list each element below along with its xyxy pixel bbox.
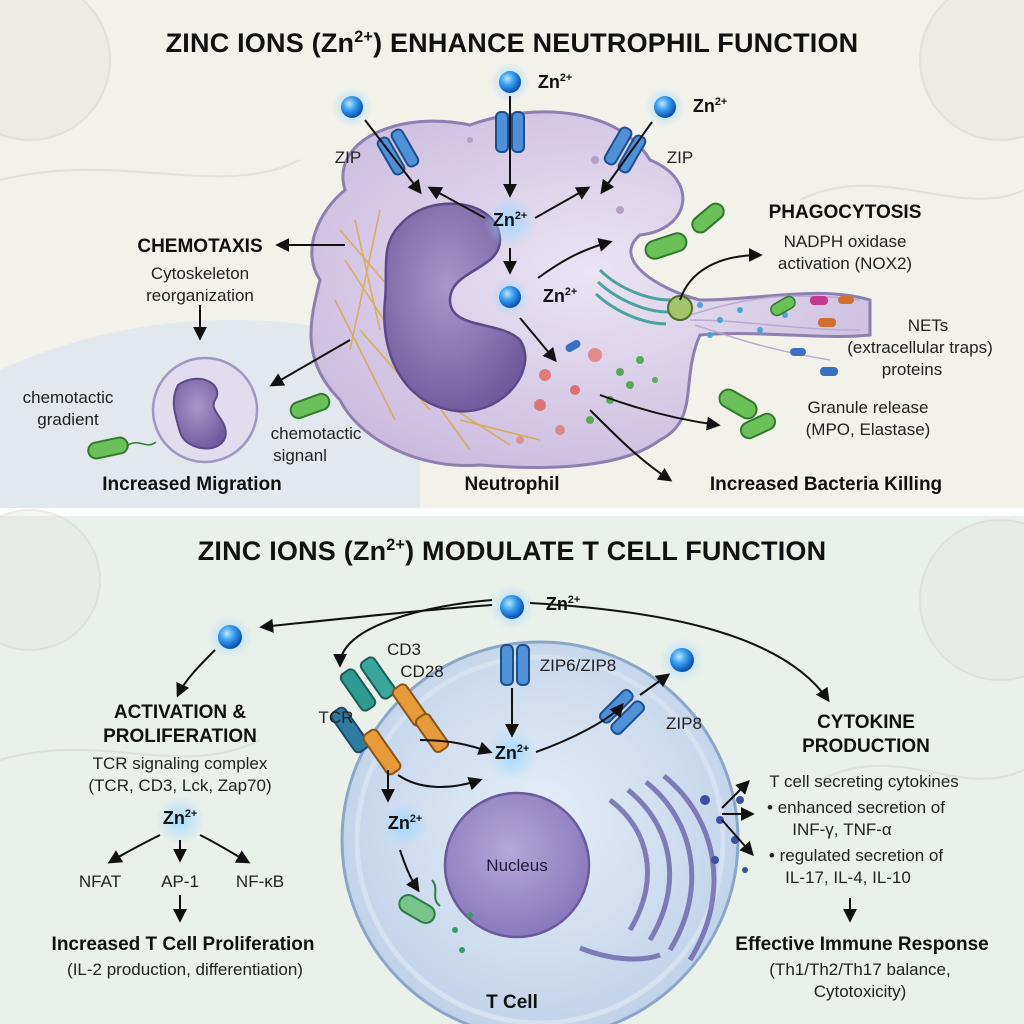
- mitochondrion: [398, 894, 436, 924]
- proliferation-heading: Increased T Cell Proliferation: [51, 934, 315, 955]
- zn-label-bottom-left-cell: Zn2+: [387, 813, 423, 833]
- zip-channel-right: [603, 126, 647, 174]
- activation-line1: TCR signaling complex: [92, 754, 268, 773]
- neutrophil-golgi: [594, 268, 671, 326]
- nets-line2: (extracellular traps): [847, 338, 993, 357]
- response-heading: Effective Immune Response: [735, 934, 989, 955]
- cytokine-line2: • enhanced secretion of: [767, 798, 945, 817]
- increased-migration-label: Increased Migration: [102, 474, 282, 495]
- cytokine-heading2: PRODUCTION: [802, 736, 930, 757]
- zinc-ions-top: [332, 62, 685, 317]
- nets-line1: NETs: [907, 316, 949, 335]
- bottom-arrows: [107, 599, 857, 923]
- zip-label-right: ZIP: [666, 148, 694, 167]
- cytokine-heading1: CYTOKINE: [817, 712, 915, 733]
- zn-label-lower: Zn2+: [542, 286, 578, 306]
- chemotaxis-line1: Cytoskeleton: [150, 264, 250, 283]
- nets-line3: proteins: [881, 360, 943, 379]
- nucleus-label: Nucleus: [486, 856, 548, 875]
- nfat-label: NFAT: [78, 872, 122, 891]
- phagocytosis-line1: NADPH oxidase: [783, 232, 907, 251]
- zn-label-activation: Zn2+: [162, 808, 198, 828]
- cytokine-line4: • regulated secretion of: [768, 846, 944, 865]
- chemotaxis-heading: CHEMOTAXIS: [137, 236, 263, 257]
- mito-strand: [431, 879, 441, 907]
- t-cell-inner-membrane: [354, 654, 726, 1024]
- zip8-label: ZIP8: [666, 714, 702, 733]
- cd3-label: CD3: [386, 640, 422, 659]
- granule-line2: (MPO, Elastase): [805, 420, 931, 439]
- response-line2: Cytotoxicity): [813, 982, 907, 1001]
- tcr-label: TCR: [318, 708, 354, 727]
- response-line1: (Th1/Th2/Th17 balance,: [769, 960, 951, 979]
- bacteria: [87, 202, 854, 460]
- cytokine-line3: INF-γ, TNF-α: [792, 820, 892, 839]
- t-cell-label: T Cell: [486, 992, 538, 1013]
- top-panel-title: ZINC IONS (Zn2+) ENHANCE NEUTROPHIL FUNC…: [165, 28, 859, 58]
- zip6-zip8-channel: [500, 644, 530, 686]
- granule-line1: Granule release: [807, 398, 929, 417]
- migrating-neutrophil-nucleus: [172, 377, 227, 450]
- cytokine-line5: IL-17, IL-4, IL-10: [785, 868, 911, 887]
- chemotaxis-line2: reorganization: [146, 286, 254, 305]
- activation-heading1: ACTIVATION &: [113, 702, 247, 723]
- chemotactic-gradient-line2: gradient: [37, 410, 99, 429]
- neutrophil-label: Neutrophil: [464, 474, 560, 495]
- activation-line2: (TCR, CD3, Lck, Zap70): [88, 776, 272, 795]
- t-cell-vesicles: [452, 795, 748, 953]
- zip6-zip8-label: ZIP6/ZIP8: [539, 656, 617, 675]
- chemotactic-signal-line2: signanl: [273, 446, 327, 465]
- zn-label-bottom-cytoplasm: Zn2+: [494, 743, 530, 763]
- t-cell-nucleus: [443, 791, 591, 939]
- background-cells: [0, 0, 1024, 781]
- zinc-ions-bottom: [156, 585, 704, 847]
- phagocytosis-line2: activation (NOX2): [777, 254, 913, 273]
- net-strands: [689, 295, 861, 361]
- bottom-panel-title: ZINC IONS (Zn2+) MODULATE T CELL FUNCTIO…: [197, 536, 827, 566]
- cytokine-line1: T cell secreting cytokines: [769, 772, 959, 791]
- chemotactic-gradient-line1: chemotactic: [22, 388, 114, 407]
- zn-label-top-center: Zn2+: [537, 72, 573, 92]
- increased-killing-label: Increased Bacteria Killing: [709, 474, 943, 495]
- phagosome: [667, 295, 693, 321]
- activation-heading2: PROLIFERATION: [103, 726, 257, 747]
- zip-channel-center: [495, 111, 525, 153]
- top-arrows: [193, 96, 763, 482]
- zn-label-top-right: Zn2+: [692, 96, 728, 116]
- proliferation-line1: (IL-2 production, differentiation): [67, 960, 303, 979]
- cd28-label: CD28: [400, 662, 444, 681]
- zn-label-bottom-top: Zn2+: [545, 594, 581, 614]
- panel-divider: [0, 508, 1024, 516]
- phagocytosis-heading: PHAGOCYTOSIS: [768, 202, 922, 223]
- tcr-receptor-complex: [330, 656, 450, 776]
- ap1-label: AP-1: [161, 872, 199, 891]
- chemotactic-signal-line1: chemotactic: [270, 424, 362, 443]
- zip-label-left: ZIP: [334, 148, 362, 167]
- zn-label-cytoplasm: Zn2+: [492, 210, 528, 230]
- nfkb-label: NF-κB: [235, 872, 285, 891]
